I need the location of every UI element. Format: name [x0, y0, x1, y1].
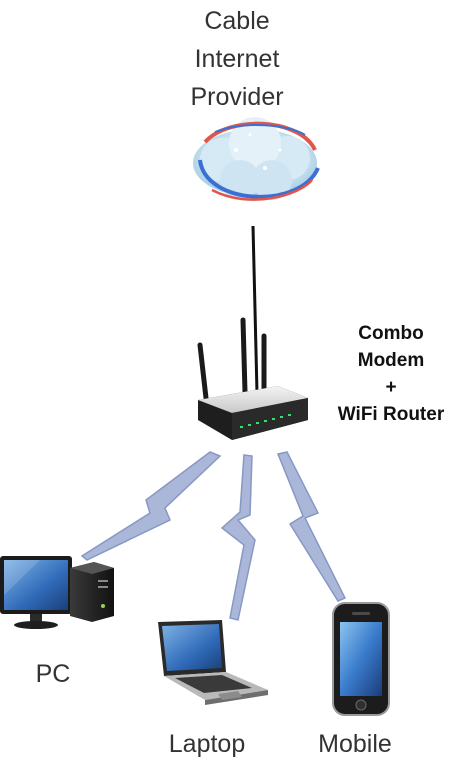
- isp-label-line2: Internet: [194, 45, 280, 73]
- isp-label: Cable Internet Provider: [147, 2, 327, 116]
- isp-label-line1: Cable: [204, 7, 270, 35]
- desktop-pc-icon: [0, 556, 114, 629]
- wireless-link-pc: [80, 451, 222, 561]
- router-label-line3: +: [385, 377, 397, 398]
- cable-line: [251, 225, 259, 394]
- wifi-router-icon: [197, 317, 308, 440]
- wireless-link-mobile: [276, 451, 347, 602]
- cloud-globe-icon: [193, 117, 320, 201]
- pc-label: PC: [35, 660, 71, 688]
- router-label-line1: Combo: [358, 323, 424, 344]
- router-label-line4: WiFi Router: [337, 404, 445, 425]
- isp-label-line3: Provider: [190, 83, 284, 111]
- laptop-label: Laptop: [168, 730, 246, 758]
- mobile-phone-icon: [332, 602, 390, 716]
- router-label-line2: Modem: [357, 350, 425, 371]
- router-label: Combo Modem + WiFi Router: [316, 320, 466, 428]
- laptop-icon: [158, 620, 268, 705]
- wireless-link-laptop: [220, 454, 256, 621]
- mobile-label: Mobile: [318, 730, 392, 758]
